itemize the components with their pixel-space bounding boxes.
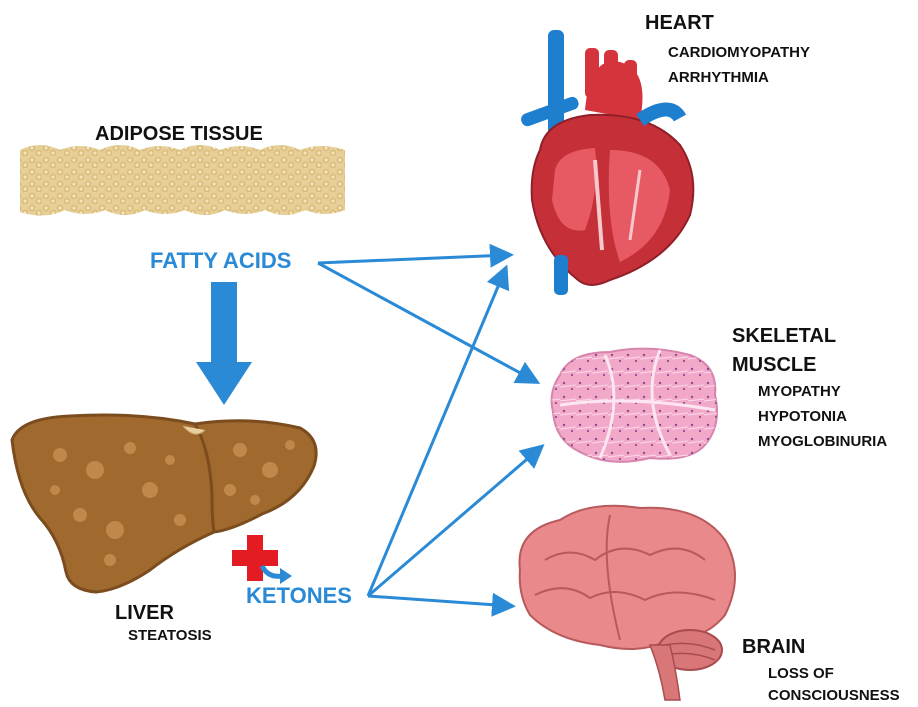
muscle-condition-3: MYOGLOBINURIA (758, 434, 887, 449)
muscle-condition-1: MYOPATHY (758, 384, 841, 399)
arrow-ketones-to-heart (368, 270, 505, 596)
fatty-acids-label: FATTY ACIDS (150, 250, 291, 272)
connector-arrows (318, 255, 540, 606)
ketones-label: KETONES (246, 585, 352, 607)
adipose-tissue-illustration (20, 145, 345, 216)
brain-condition-2: CONSCIOUSNESS (768, 688, 900, 703)
liver-condition: STEATOSIS (128, 628, 212, 643)
arrow-fatty-acids-to-muscle (318, 263, 535, 381)
small-arrow-icon (262, 566, 292, 584)
heart-label: HEART (645, 13, 714, 33)
skeletal-muscle-illustration (552, 349, 718, 462)
brain-illustration (520, 506, 736, 700)
liver-label: LIVER (115, 603, 174, 623)
heart-condition-1: CARDIOMYOPATHY (668, 45, 810, 60)
heart-condition-2: ARRHYTHMIA (668, 70, 769, 85)
brain-condition-1: LOSS OF (768, 666, 834, 681)
brain-label: BRAIN (742, 637, 805, 657)
arrow-ketones-to-muscle (368, 448, 540, 596)
arrow-ketones-to-brain (368, 596, 510, 606)
muscle-label: MUSCLE (732, 355, 816, 375)
muscle-condition-2: HYPOTONIA (758, 409, 847, 424)
skeletal-label: SKELETAL (732, 326, 836, 346)
down-arrow-icon (196, 282, 252, 405)
adipose-tissue-label: ADIPOSE TISSUE (95, 124, 263, 144)
arrow-fatty-acids-to-heart (318, 255, 508, 263)
